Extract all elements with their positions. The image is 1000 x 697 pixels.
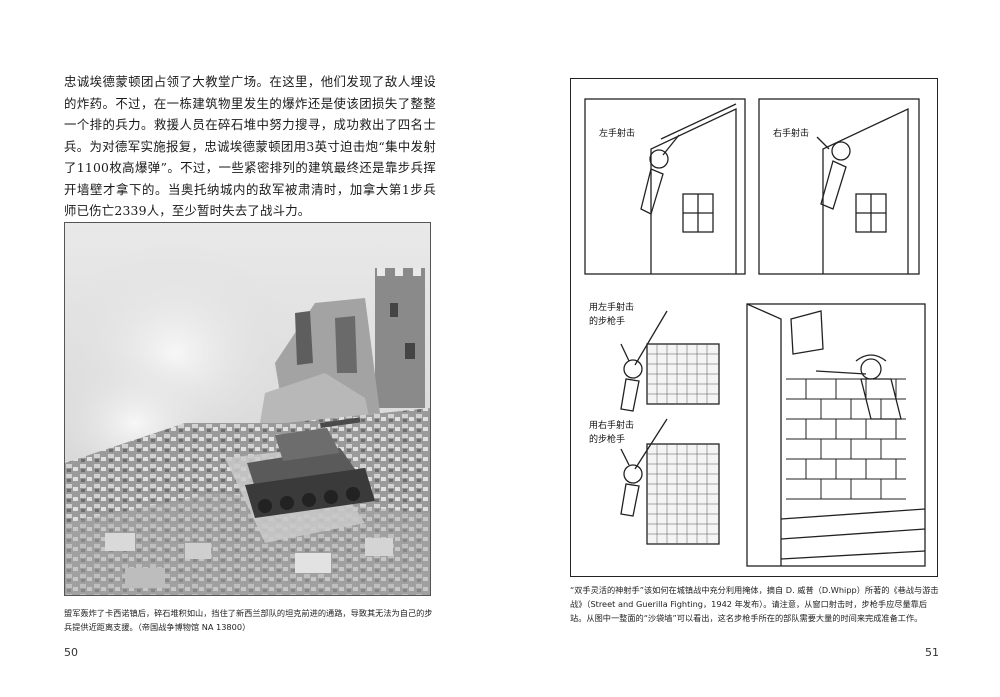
tank-shape xyxy=(245,417,375,518)
diagram-caption: “双手灵活的神射手”该如何在城镇战中充分利用掩体，摘自 D. 威普（D.Whip… xyxy=(570,585,939,623)
label-rifle-right: 用右手射击 的步枪手 xyxy=(589,419,635,447)
page-number-left: 50 xyxy=(64,646,78,659)
label-rifle-left: 用左手射击 的步枪手 xyxy=(589,301,635,329)
body-paragraph: 忠诚埃德蒙顿团占领了大教堂广场。在这里，他们发现了敌人埋设的炸药。不过，在一栋建… xyxy=(64,74,436,218)
photo-caption: 盟军轰炸了卡西诺镇后，碎石堆积如山，挡住了新西兰部队的坦克前进的通路，导致其无法… xyxy=(64,608,433,632)
photo-illustration xyxy=(65,223,430,595)
label-left-hand: 左手射击 xyxy=(599,127,636,141)
page-number-right: 51 xyxy=(925,646,939,659)
diagram-illustration xyxy=(584,98,926,567)
rifleman-diagram: 左手射击 右手射击 用左手射击 的步枪手 用右手射击 的步枪手 xyxy=(570,78,938,577)
rubble-tank-photo xyxy=(64,222,431,596)
label-right-hand: 右手射击 xyxy=(773,127,810,141)
